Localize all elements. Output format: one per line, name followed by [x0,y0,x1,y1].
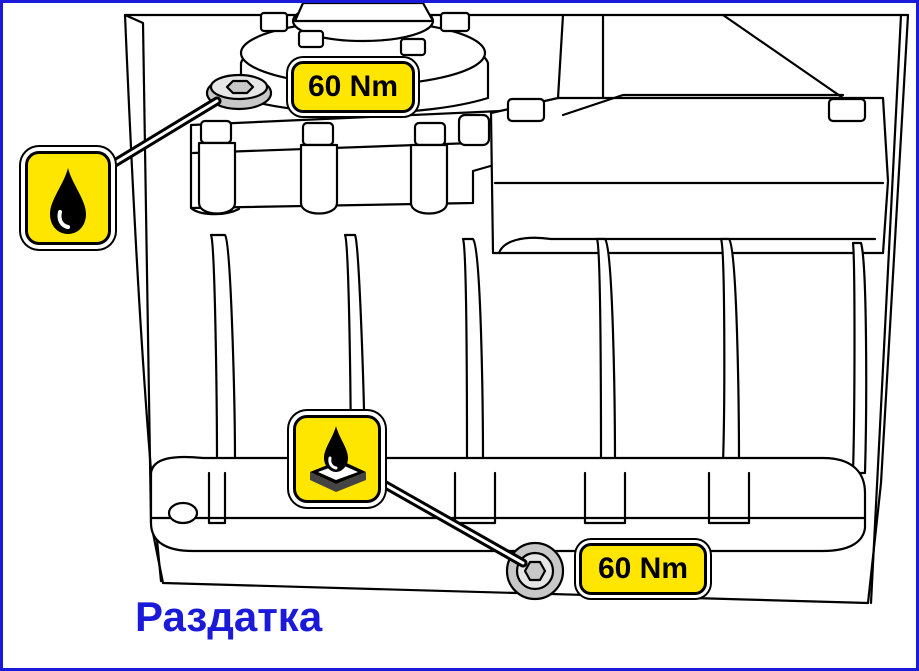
housing-ribs [209,233,868,485]
lower-drain-plug [505,541,565,601]
sealant-drop-icon [293,415,381,503]
diagram-caption: Раздатка [135,593,323,640]
housing-right-edge [869,13,903,605]
bolt-heads [199,11,867,147]
oil-drop-icon [25,151,111,245]
upper-block [189,109,503,210]
transfer-case-drawing [100,3,910,605]
upper-fill-plug [205,73,273,111]
bolt-shanks [197,141,449,215]
torque-label-lower: 60 Nm [579,543,707,595]
bottom-pan [149,455,867,553]
torque-label-upper: 60 Nm [291,61,415,113]
mount-hole [167,501,199,525]
right-block [489,96,890,255]
